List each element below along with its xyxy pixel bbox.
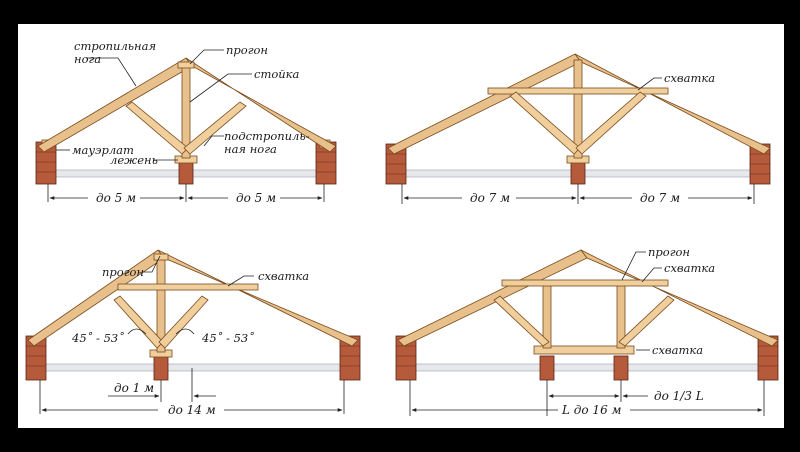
label-purlin: прогон (102, 265, 144, 279)
ceiling-beam (39, 363, 351, 372)
diagram-bottom-right: прогон схватка схватка до 1/3 L L до 16 … (395, 245, 779, 417)
angle-arc-right (175, 328, 195, 335)
label-purlin: прогон (648, 245, 690, 259)
purlin (153, 253, 169, 261)
rafter-right (574, 53, 771, 155)
collar-tie (501, 279, 669, 287)
wall-right (757, 335, 779, 381)
label-tie: схватка (664, 261, 715, 275)
wall-left (395, 335, 417, 381)
center-pier (178, 161, 194, 185)
strut-left (509, 91, 581, 155)
label-angle-right: 45˚ - 53˚ (201, 331, 254, 345)
collar-tie (487, 87, 669, 95)
label-post: стойка (254, 67, 300, 81)
pier-right (613, 355, 629, 381)
dim-span: до 14 м (168, 403, 216, 417)
label-strut-1: подстропиль- (224, 129, 310, 143)
center-pier (153, 355, 169, 381)
rafter-right (580, 249, 779, 347)
dim-left: до 5 м (96, 191, 136, 205)
label-tie: схватка (258, 269, 309, 283)
strut-left (125, 101, 189, 155)
dim-offset: до 1 м (114, 381, 154, 395)
rafter-left (397, 249, 588, 347)
angle-arc-left (127, 328, 147, 335)
label-purlin: прогон (226, 43, 268, 57)
label-angle-left: 45˚ - 53˚ (71, 331, 124, 345)
label-sill: лежень (110, 153, 158, 167)
strut-left (493, 295, 550, 347)
dim-right: до 5 м (236, 191, 276, 205)
roof-truss-diagrams: стропильная нога прогон стойка мауэрлат … (25, 39, 779, 417)
collar-tie (117, 283, 259, 291)
diagram-canvas: стропильная нога прогон стойка мауэрлат … (18, 24, 784, 428)
diagram-top-left: стропильная нога прогон стойка мауэрлат … (35, 39, 337, 205)
wall-right (339, 335, 361, 381)
rafter-right (157, 249, 359, 347)
label-rafter-1: стропильная (74, 39, 156, 53)
dim-left: до 7 м (470, 191, 510, 205)
lower-tie (533, 345, 635, 355)
post (573, 59, 583, 159)
strut-right (618, 295, 675, 347)
label-rafter-2: нога (74, 52, 101, 66)
diagram-top-right: схватка до 7 м до 7 м (385, 53, 771, 205)
label-wallplate: мауэрлат (72, 143, 134, 157)
strut-right (158, 295, 209, 349)
rafter-left (387, 53, 582, 155)
strut-right (183, 101, 247, 155)
label-tie-low: схватка (652, 343, 703, 357)
dim-third: до 1/3 L (654, 389, 704, 403)
dim-span: L до 16 м (561, 403, 622, 417)
diagram-bottom-left: прогон схватка 45˚ - 53˚ 45˚ - 53˚ до 1 … (25, 249, 361, 417)
wall-left (385, 143, 407, 185)
center-pier (570, 161, 586, 185)
pier-left (539, 355, 555, 381)
ceiling-beam (407, 363, 769, 372)
purlin (177, 61, 195, 69)
label-tie: схватка (664, 71, 715, 85)
label-strut-2: ная нога (224, 142, 277, 156)
strut-right (575, 91, 647, 155)
dim-right: до 7 м (640, 191, 680, 205)
